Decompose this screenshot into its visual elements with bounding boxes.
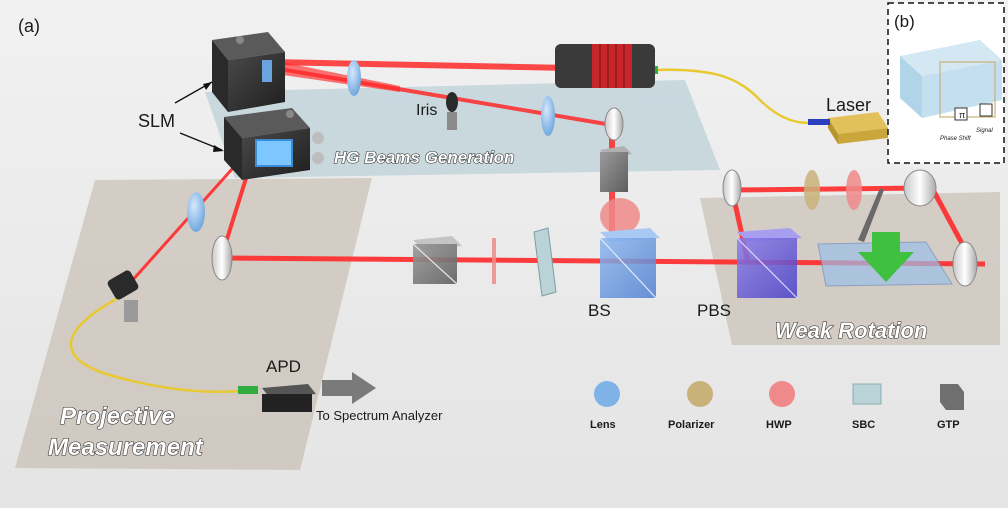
mirror	[722, 169, 742, 207]
legend-label-lens: Lens	[590, 419, 616, 431]
fiber-coupler	[107, 270, 139, 322]
projective-label-line1: Projective	[60, 403, 175, 430]
apd-label: APD	[266, 357, 301, 376]
hwp	[492, 238, 496, 284]
iris-label: Iris	[416, 102, 437, 119]
panel-b-label: (b)	[894, 12, 915, 31]
slm-top	[212, 32, 285, 112]
inset-phase-label: Phase Shift	[940, 136, 971, 142]
spectrum-analyzer-label: To Spectrum Analyzer	[316, 408, 443, 423]
legend-label-gtp: GTP	[937, 419, 960, 431]
slm-bottom	[224, 108, 324, 180]
legend-swatch-lens	[594, 381, 620, 407]
inset-panel	[887, 2, 1005, 164]
mirror	[211, 235, 233, 281]
mirror	[903, 169, 937, 207]
lens	[541, 96, 555, 136]
legend-swatch-gtp	[940, 384, 964, 410]
weak-rotation-label: Weak Rotation	[775, 318, 927, 343]
pbs-label: PBS	[697, 301, 731, 320]
to-spectrum-arrow-icon	[322, 372, 376, 404]
panel-a-label: (a)	[18, 16, 40, 36]
inset-pi-symbol: π	[959, 110, 965, 120]
laser-module	[808, 112, 888, 144]
beam-segment	[269, 59, 571, 71]
legend-swatch-polarizer	[687, 381, 713, 407]
measurement-label-line2: Measurement	[48, 434, 204, 461]
legend-label-sbc: SBC	[852, 419, 875, 431]
apd-detector	[262, 384, 316, 412]
green-arrow-icon	[858, 232, 914, 282]
legend	[594, 381, 964, 410]
bs-label: BS	[588, 301, 611, 320]
fiber-connector-apd	[238, 386, 258, 394]
laser-label: Laser	[826, 95, 871, 115]
mirror	[952, 241, 978, 287]
laser-fiber	[654, 68, 816, 124]
inset-signal-label: Signal	[976, 128, 993, 134]
collimator	[555, 44, 655, 88]
sbc-plate	[533, 227, 557, 297]
bs-cube	[599, 228, 660, 299]
legend-swatch-sbc	[852, 383, 882, 405]
legend-swatch-hwp	[769, 381, 795, 407]
hwp	[846, 170, 862, 210]
arrow-head-icon	[203, 82, 212, 90]
legend-label-hwp: HWP	[766, 419, 792, 431]
pbs-cube	[736, 228, 802, 299]
hg-region-label: HG Beams Generation	[334, 148, 514, 167]
apd-fiber	[69, 296, 256, 394]
gtp-cube	[600, 146, 632, 192]
inset-pointer	[858, 188, 884, 242]
lens	[347, 60, 361, 96]
slm-label: SLM	[138, 111, 175, 131]
beam-segment	[731, 185, 933, 193]
mirror	[604, 107, 624, 141]
lens	[187, 192, 205, 232]
polarizer	[804, 170, 820, 210]
iris	[446, 92, 458, 130]
arrow-head-icon	[213, 145, 224, 152]
gtp-cube	[412, 236, 462, 285]
hwp	[600, 198, 640, 234]
legend-label-polarizer: Polarizer	[668, 419, 715, 431]
hg-region-plate	[205, 80, 720, 178]
